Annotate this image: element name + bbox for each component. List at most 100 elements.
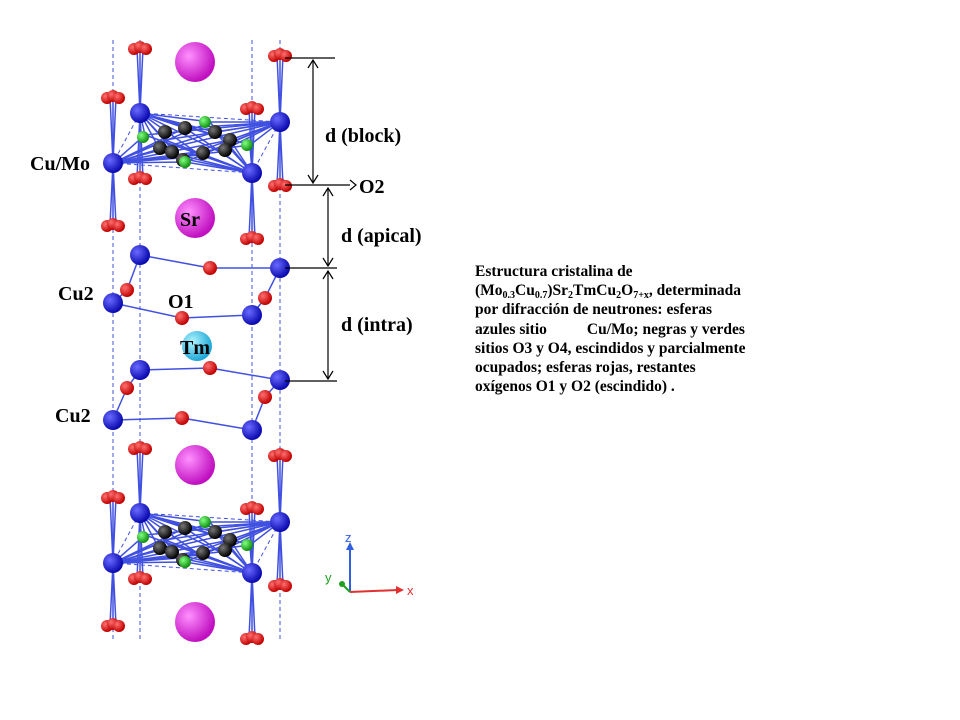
o4-atom: [179, 556, 191, 568]
oxygen-atom: [140, 573, 152, 585]
cu2-atom: [103, 410, 123, 430]
cu2-atom: [103, 293, 123, 313]
bond: [139, 112, 281, 123]
o3-atom: [218, 543, 232, 557]
cu-mo-atom: [242, 163, 262, 183]
cu-mo-atom: [130, 503, 150, 523]
o4-atom: [241, 139, 253, 151]
oxygen-atom: [252, 103, 264, 115]
bond: [139, 112, 211, 123]
bond: [112, 161, 186, 164]
bond: [112, 96, 117, 164]
label-d-apical: d (apical): [341, 225, 422, 247]
oxygen-atom: [113, 620, 125, 632]
o1-atom: [175, 311, 189, 325]
oxygen-atom: [140, 443, 152, 455]
cu-mo-atom: [130, 103, 150, 123]
bond: [139, 447, 144, 514]
bond: [112, 561, 186, 564]
o4-atom: [179, 156, 191, 168]
label-cu2-lower: Cu2: [55, 405, 91, 427]
o1-atom: [120, 283, 134, 297]
o3-atom: [178, 121, 192, 135]
cu2-atom: [242, 420, 262, 440]
bond: [279, 454, 284, 523]
bond: [139, 367, 211, 371]
bond: [251, 172, 256, 239]
caption-formula-line: (Mo0.3Cu0.7)Sr2TmCu2O7+x, determinada: [475, 282, 742, 302]
bond: [139, 512, 281, 523]
bond: [112, 496, 117, 564]
bond: [181, 314, 253, 319]
bond: [184, 161, 253, 174]
o3-atom: [196, 546, 210, 560]
cu2-atom: [270, 258, 290, 278]
cu-mo-atom: [242, 563, 262, 583]
bond: [209, 367, 281, 381]
bond: [139, 512, 144, 579]
o4-atom: [241, 539, 253, 551]
bond: [279, 521, 284, 586]
bond: [139, 47, 144, 114]
o3-atom: [153, 141, 167, 155]
label-o2: O2: [359, 176, 385, 198]
bond: [112, 302, 183, 319]
o1-atom: [203, 361, 217, 375]
o1-atom: [175, 411, 189, 425]
figure-caption: Estructura cristalina de (Mo0.3Cu0.7)Sr2…: [475, 262, 815, 396]
sr-atom: [175, 198, 215, 238]
bond: [181, 417, 253, 431]
bond: [251, 572, 256, 639]
bond: [112, 562, 117, 626]
label-cu-mo: Cu/Mo: [30, 153, 90, 175]
oxygen-atom: [280, 180, 292, 192]
sr-atom: [175, 602, 215, 642]
cu-mo-atom: [270, 512, 290, 532]
oxygen-atom: [252, 503, 264, 515]
o3-atom: [196, 146, 210, 160]
bond: [112, 162, 117, 226]
o1-atom: [258, 291, 272, 305]
caption-line: sitios O3 y O4, escindidos y parcialment…: [475, 339, 746, 357]
label-o1: O1: [168, 291, 194, 313]
bond: [279, 54, 284, 123]
o4-atom: [137, 131, 149, 143]
bond: [251, 507, 256, 574]
oxygen-atom: [252, 633, 264, 645]
distance-annotations: [285, 57, 357, 382]
bond: [112, 162, 253, 174]
o3-atom: [165, 145, 179, 159]
oxygen-atom: [280, 50, 292, 62]
o4-atom: [199, 516, 211, 528]
oxygen-atom: [140, 43, 152, 55]
label-cu2-upper: Cu2: [58, 283, 94, 305]
o4-atom: [199, 116, 211, 128]
z-axis-arrow-icon: [346, 542, 354, 550]
tm-atom: [182, 331, 212, 361]
y-axis-arrow-icon: [339, 581, 345, 587]
o3-atom: [218, 143, 232, 157]
sr-atom: [175, 42, 215, 82]
o3-atom: [158, 525, 172, 539]
bond: [139, 112, 144, 179]
o4-atom: [137, 531, 149, 543]
atoms: [101, 41, 292, 645]
caption-line: ocupados; esferas rojas, restantes: [475, 359, 696, 377]
o3-atom: [158, 125, 172, 139]
axis-y-label: y: [325, 570, 332, 585]
bond: [139, 254, 211, 269]
bond: [279, 121, 284, 186]
cu-mo-atom: [103, 153, 123, 173]
oxygen-atom: [280, 580, 292, 592]
cu-mo-atom: [270, 112, 290, 132]
oxygen-atom: [113, 492, 125, 504]
cu2-atom: [242, 305, 262, 325]
cu2-atom: [270, 370, 290, 390]
o3-atom: [208, 125, 222, 139]
bond: [251, 107, 256, 174]
bond: [184, 561, 253, 574]
o1-atom: [120, 381, 134, 395]
